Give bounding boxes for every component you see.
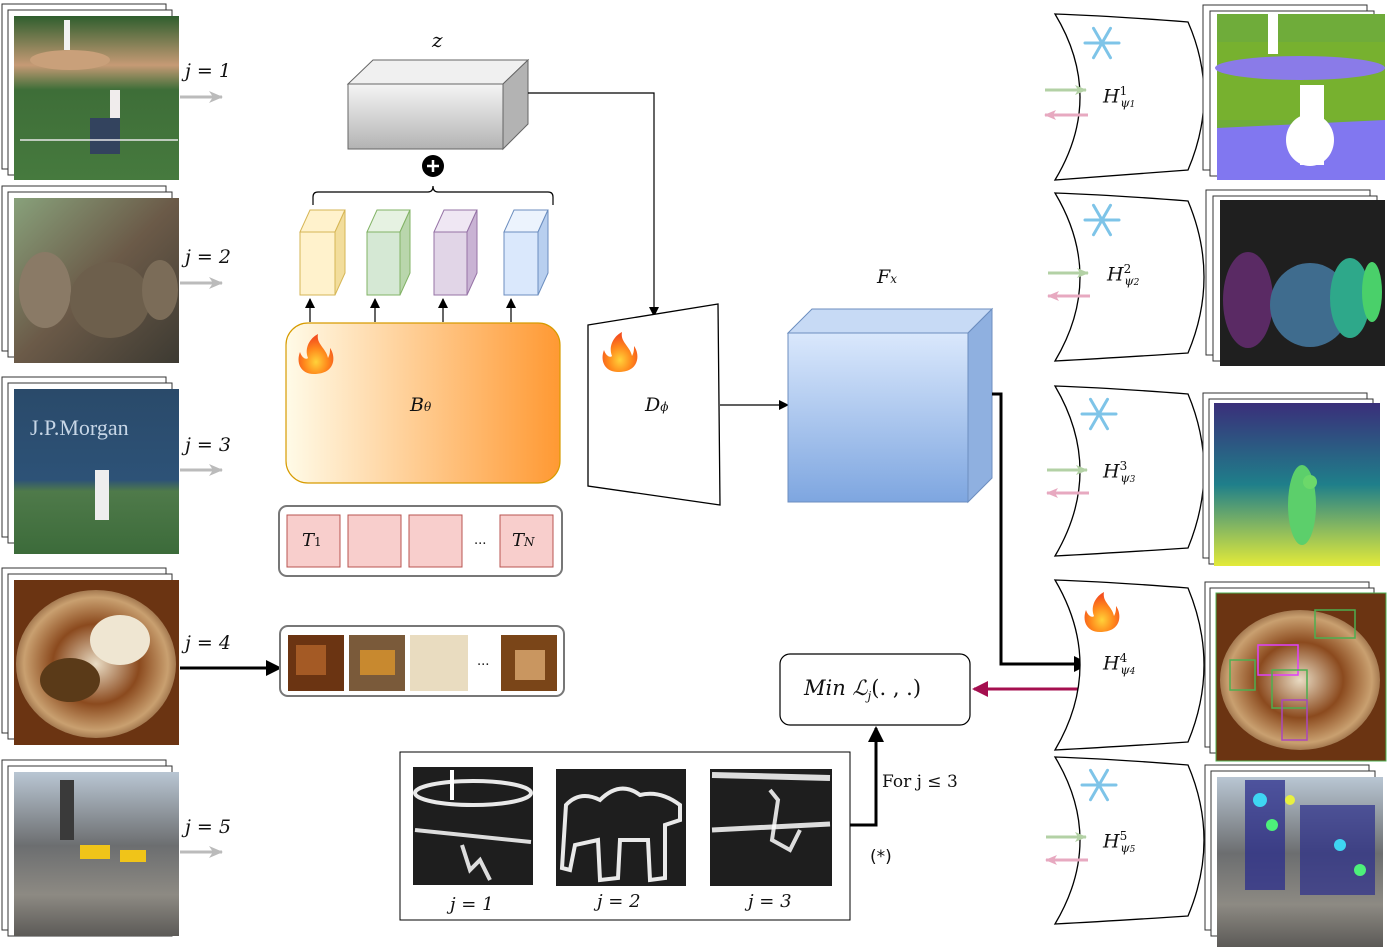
backbone-block — [285, 322, 561, 484]
patch-ellipsis: ... — [477, 654, 490, 669]
head-shapes — [1053, 13, 1205, 925]
edge-label-j2: j = 2 — [597, 891, 641, 912]
latent-z-label: z — [432, 28, 443, 52]
feature-cube-yellow — [299, 209, 346, 296]
loss-label: Min ℒj(. , .) — [804, 676, 922, 704]
output-stack-saliency — [1204, 764, 1383, 947]
edge-to-loss-arrow — [850, 726, 884, 827]
patch-sequence — [279, 625, 565, 697]
input-stack-3: J.P.Morgan — [1, 376, 179, 554]
latent-z-block — [346, 58, 530, 151]
input-arrows — [180, 91, 223, 858]
feature-cube-purple — [433, 209, 478, 296]
condition-label: For j ≤ 3 — [882, 772, 958, 792]
backbone-label: Bθ — [410, 394, 432, 416]
token-first-label: T1 — [302, 530, 322, 551]
z-to-decoder-arrow — [528, 92, 659, 317]
head-label-4: H4ψ4 — [1103, 651, 1136, 678]
input-label-j1: j = 1 — [185, 60, 231, 82]
output-stack-instance — [1205, 189, 1385, 366]
edge-label-j1: j = 1 — [450, 894, 494, 915]
output-stack-detection — [1204, 581, 1387, 762]
input-stack-1 — [1, 3, 179, 180]
asterisk-label: (*) — [870, 847, 892, 867]
feature-volume-fx — [786, 307, 994, 504]
head-label-5: H5ψ5 — [1103, 829, 1136, 856]
head-label-3: H3ψ3 — [1103, 459, 1136, 486]
token-last-label: TN — [512, 530, 535, 551]
svg-text:J.P.Morgan: J.P.Morgan — [30, 415, 129, 440]
backbone-fire-icon — [298, 334, 334, 374]
head-label-1: H1ψ1 — [1103, 84, 1136, 111]
feature-brace — [312, 185, 554, 205]
edge-map-panel — [399, 751, 851, 921]
frozen-head-flow-arrows — [1044, 85, 1090, 865]
loss-box — [779, 653, 971, 726]
edge-label-j3: j = 3 — [748, 891, 792, 912]
backbone-to-feature-arrows — [305, 298, 516, 322]
snowflake-icons — [1080, 26, 1121, 802]
output-stack-depth — [1202, 392, 1380, 566]
head4-fire-icon — [1084, 592, 1120, 632]
input-stack-5 — [1, 759, 179, 937]
token-ellipsis: ... — [474, 533, 487, 548]
decoder-fire-icon — [602, 332, 638, 372]
feature-cube-green — [366, 209, 411, 296]
decoder-label: Dϕ — [645, 394, 669, 416]
head-label-2: H2ψ2 — [1107, 262, 1140, 289]
input-label-j4: j = 4 — [185, 632, 231, 654]
input-label-j2: j = 2 — [185, 246, 231, 268]
features-to-head-arrow — [992, 392, 1090, 672]
input-stack-2 — [1, 185, 179, 363]
output-stack-segmentation — [1202, 4, 1385, 180]
plus-node — [422, 155, 444, 177]
feature-cube-blue — [503, 209, 549, 296]
input-stack-4 — [1, 567, 179, 745]
features-label: Fx — [877, 266, 897, 288]
token-sequence — [278, 505, 563, 577]
input-label-j3: j = 3 — [185, 434, 231, 456]
input-label-j5: j = 5 — [185, 816, 231, 838]
